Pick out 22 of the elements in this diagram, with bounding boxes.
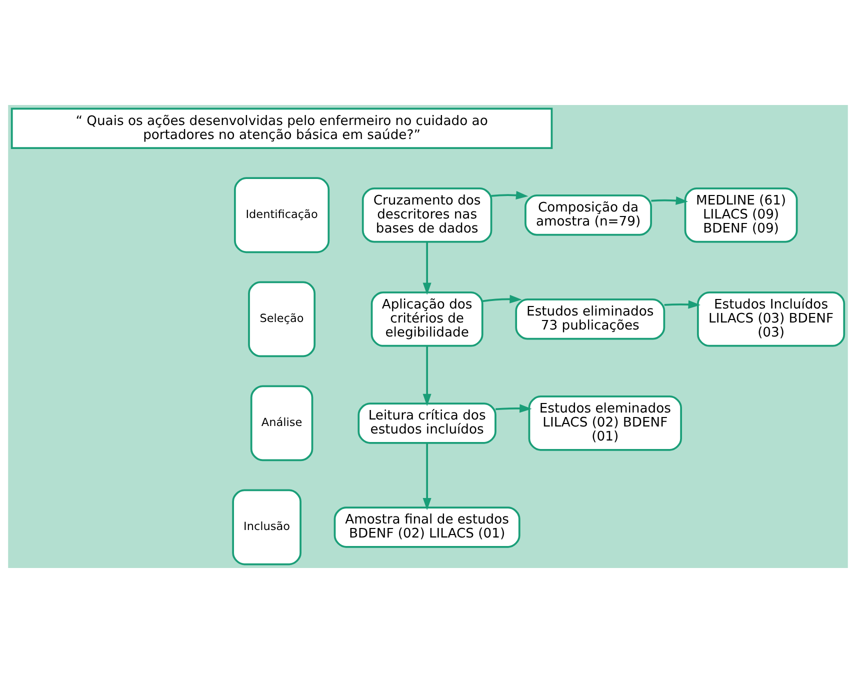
arrow (482, 294, 522, 304)
node-box: Inclusão (232, 489, 302, 566)
arrow (422, 346, 432, 406)
node-box: “ Quais os ações desenvolvidas pelo enfermeiro no cuidado ao portadores no atenção básica em saúde?” (10, 108, 553, 150)
arrow (651, 196, 688, 205)
node-box: Seleção (248, 281, 316, 358)
node-box: Cruzamento dos descritores nas bases de dados (362, 187, 492, 243)
node-box: Identificação (234, 177, 330, 254)
node-box: MEDLINE (61) LILACS (09) BDENF (09) (684, 187, 798, 243)
node-box: Composição da amostra (n=79) (524, 194, 652, 236)
node-box: Estudos eleminados LILACS (02) BDENF (01) (528, 396, 682, 451)
node-box: Amostra final de estudos BDENF (02) LILACS (01) (334, 506, 520, 548)
arrow (664, 300, 701, 309)
arrow (422, 242, 432, 295)
arrow (422, 443, 432, 510)
arrow (491, 191, 528, 200)
node-box: Aplicação dos critérios de elegibilidade (370, 292, 484, 347)
node-box: Estudos Incluídos LILACS (03) BDENF (03) (696, 292, 846, 347)
node-box: Estudos eliminados 73 publicações (515, 298, 666, 340)
arrow (496, 404, 532, 413)
node-box: Leitura crítica dos estudos incluídos (358, 402, 496, 444)
node-box: Análise (250, 385, 314, 462)
